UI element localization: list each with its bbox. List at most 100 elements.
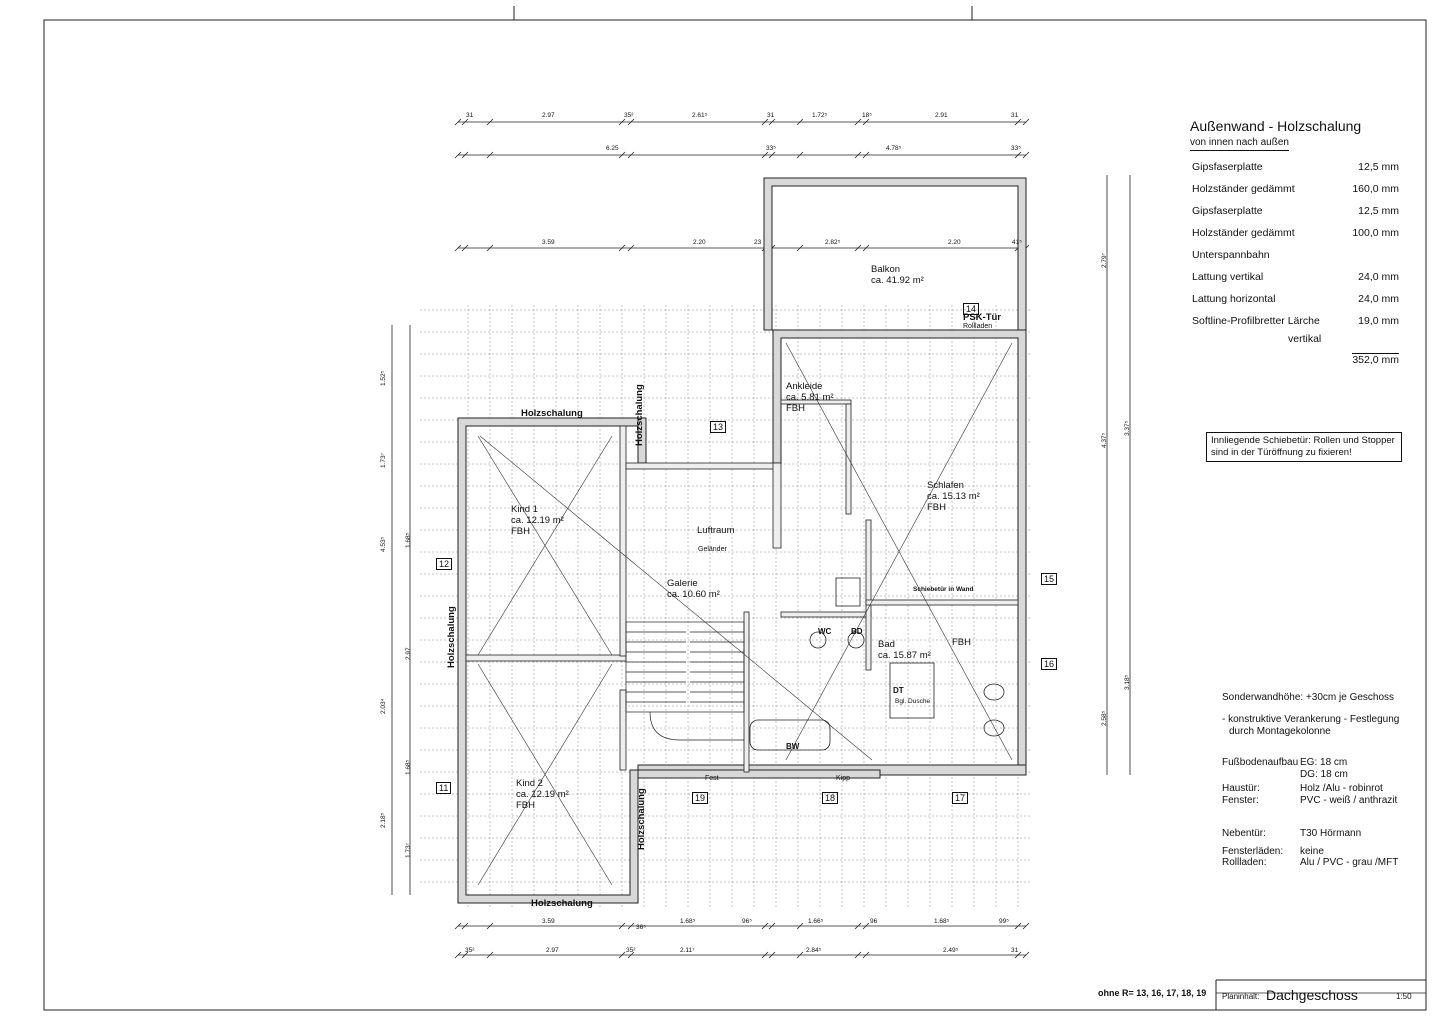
wall-label-top: Holzschalung <box>521 408 583 419</box>
room-schlafen: Schlafen ca. 15.13 m² FBH <box>927 480 980 514</box>
dimension-tick <box>461 151 469 159</box>
room-diagonals <box>477 342 1013 886</box>
bidet-label: BD <box>851 627 863 636</box>
dimension-value: 3.59 <box>542 239 555 246</box>
window-number-tag: 19 <box>692 792 709 805</box>
dimension-tick <box>1022 951 1030 959</box>
room-name: Balkon <box>871 264 901 275</box>
wall-label-bottom: Holzschalung <box>531 898 593 909</box>
dimension-tick <box>486 922 494 930</box>
dimension-value: 1.52⁵ <box>380 370 387 386</box>
dimension-value: 3.37⁵ <box>1124 420 1131 436</box>
wc-label: WC <box>818 627 832 636</box>
floor-build-dg: DG: 18 cm <box>1300 769 1348 780</box>
dimension-tick <box>618 118 626 126</box>
anchoring-note-1: - konstruktive Verankerung - Festlegung <box>1222 714 1400 725</box>
legend-layer-value: 12,5 mm <box>1358 204 1399 217</box>
window-number-tag: 14 <box>963 303 980 316</box>
dimension-value: 1.66⁵ <box>808 918 824 925</box>
front-door-value: Holz /Alu - robinrot <box>1300 783 1383 794</box>
room-name: Schlafen <box>927 480 964 491</box>
room-area: ca. 10.60 m² <box>667 588 720 600</box>
dimension-tick <box>627 922 635 930</box>
window-number-tag: 11 <box>436 782 452 795</box>
dimension-tick <box>768 118 776 126</box>
dimension-tick <box>618 244 626 252</box>
window-label: Fenster: <box>1222 795 1259 806</box>
dimension-value: 18⁵ <box>862 112 872 119</box>
shower-label: DT <box>893 686 904 695</box>
dimension-tick <box>454 244 462 252</box>
room-ankleide: Ankleide ca. 5.81 m² FBH <box>786 381 834 415</box>
dimension-tick <box>454 118 462 126</box>
dimension-value: 33⁵ <box>1011 145 1021 152</box>
room-area: ca. 15.87 m² <box>878 649 931 661</box>
dimension-lines <box>391 121 1131 956</box>
legend-layer-name: Holzständer gedämmt <box>1192 182 1295 195</box>
dimension-tick <box>768 951 776 959</box>
dimension-tick <box>461 244 469 252</box>
room-floor: FBH <box>516 799 535 811</box>
dimension-value: 96⁵ <box>742 918 752 925</box>
dimension-tick <box>461 118 469 126</box>
legend-layer-value: 160,0 mm <box>1352 182 1399 195</box>
shutters-value: keine <box>1300 846 1324 857</box>
dimension-value: 2.82⁵ <box>825 239 841 246</box>
room-area: ca. 5.81 m² <box>786 391 834 403</box>
shutters-label: Fensterläden: <box>1222 846 1284 857</box>
room-bad-floor: FBH <box>952 637 971 648</box>
dimension-tick <box>454 922 462 930</box>
dimension-value: 31 <box>1011 112 1019 119</box>
legend-layer-value: 24,0 mm <box>1358 292 1399 305</box>
dimension-value: 23 <box>754 239 762 246</box>
psk-door-label: PSK-Tür <box>963 312 1001 323</box>
dimension-value: 31 <box>466 112 474 119</box>
dimension-tick <box>796 118 804 126</box>
dimension-value: 2.84⁵ <box>806 947 822 954</box>
dimension-tick <box>486 151 494 159</box>
room-luftraum: Luftraum <box>697 525 735 537</box>
dimension-tick <box>768 151 776 159</box>
room-balkon: Balkon ca. 41.92 m² <box>871 264 924 287</box>
dimension-value: 1.72⁵ <box>812 112 828 119</box>
dimension-value: 96 <box>870 918 878 925</box>
dimension-value: 4.37⁵ <box>1101 432 1108 448</box>
dimension-value: 2.20 <box>948 239 961 246</box>
dimension-tick <box>761 118 769 126</box>
dimension-value: 2.91 <box>935 112 948 119</box>
sliding-door-label: Schiebetür in Wand <box>913 586 974 593</box>
side-door-value: T30 Hörmann <box>1300 828 1362 839</box>
legend-layer-row: vertikal <box>1190 333 1405 349</box>
room-name: Galerie <box>667 578 698 589</box>
dimension-value: 2.61⁵ <box>692 112 708 119</box>
dimension-value: 35² <box>624 112 634 119</box>
dimension-tick <box>461 951 469 959</box>
room-galerie: Galerie ca. 10.60 m² <box>667 578 720 601</box>
dimension-tick <box>627 951 635 959</box>
window-number-tag: 16 <box>1041 658 1058 671</box>
special-wall-height: Sonderwandhöhe: +30cm je Geschoss <box>1222 692 1395 703</box>
dimension-value: 35² <box>465 947 475 954</box>
dimension-tick <box>796 951 804 959</box>
dimension-value: 31 <box>767 112 775 119</box>
window-number-tag: 15 <box>1041 573 1058 586</box>
legend-layer-name: Unterspannbahn <box>1192 248 1270 261</box>
dimension-value: 4.53⁵ <box>380 536 387 552</box>
room-floor: FBH <box>786 402 805 414</box>
staircase <box>625 621 745 741</box>
dimension-tick <box>796 244 804 252</box>
legend-layer-name: Gipsfaserplatte <box>1192 160 1263 173</box>
dimension-tick <box>618 151 626 159</box>
room-area: ca. 41.92 m² <box>871 274 924 286</box>
dimension-value: 3.18⁵ <box>1124 674 1131 690</box>
legend-layer-name: Holzständer gedämmt <box>1192 226 1295 239</box>
wall-construction-legend: Außenwand - Holzschalung von innen nach … <box>1190 118 1405 367</box>
ohne-r-note: ohne R= 13, 16, 17, 18, 19 <box>1098 988 1207 998</box>
plan-content-label: Planinhalt: <box>1222 992 1260 1001</box>
room-name: Kind 2 <box>516 778 543 789</box>
legend-layer-name: Softline-Profilbretter Lärche <box>1192 314 1320 327</box>
